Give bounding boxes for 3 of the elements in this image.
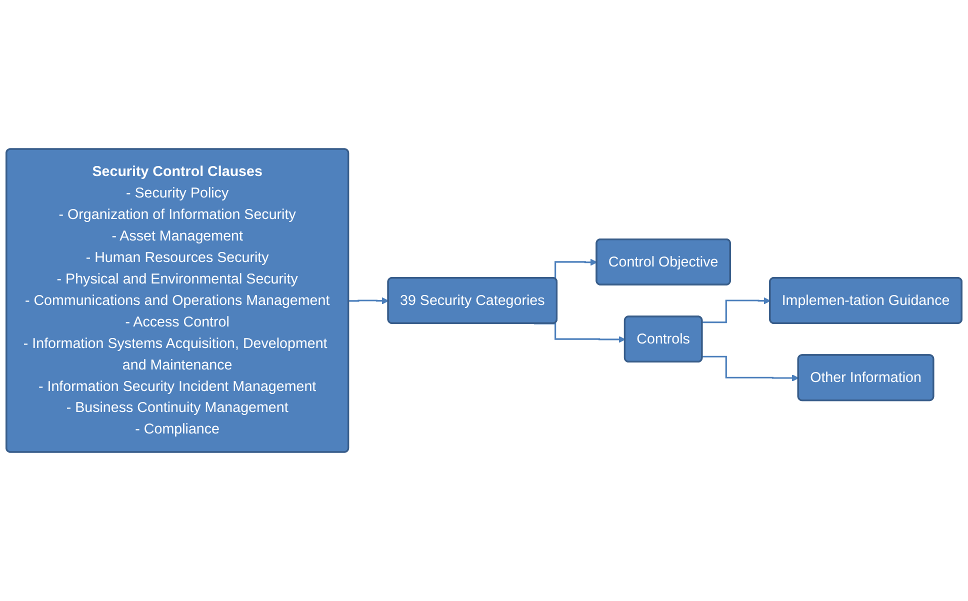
arrow: [348, 297, 389, 304]
arrow: [702, 297, 771, 324]
arrow: [702, 356, 799, 382]
